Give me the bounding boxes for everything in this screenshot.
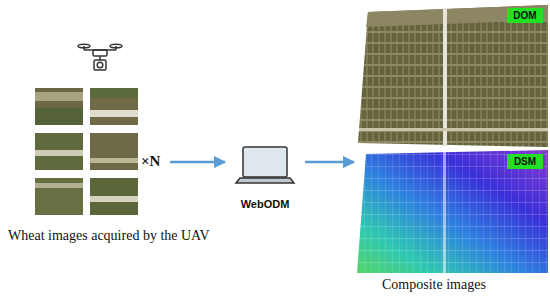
image-set: Wheat images acquired by the UAV xyxy=(33,85,167,220)
surface-plots xyxy=(357,150,548,273)
photo-road xyxy=(90,158,138,163)
dsm-image xyxy=(357,150,548,273)
software-node: WebODM xyxy=(228,140,302,216)
photo-crop xyxy=(35,108,83,125)
surface-model xyxy=(357,150,548,273)
drone-camera xyxy=(94,60,106,70)
field-road xyxy=(443,8,447,146)
photo-road xyxy=(35,150,83,156)
wheat-photo xyxy=(90,178,138,215)
caption-text: Composite images xyxy=(382,277,486,294)
wheat-photo xyxy=(35,88,83,125)
laptop-icon xyxy=(236,147,294,183)
wheat-photo xyxy=(35,133,83,170)
dom-image xyxy=(358,5,548,147)
count-label: ×N xyxy=(141,153,160,170)
field-road xyxy=(359,128,548,131)
tag-text: DSM xyxy=(507,154,543,169)
wheat-thumbnails xyxy=(35,88,138,215)
photo-road xyxy=(35,183,83,188)
caption-text: Wheat images acquired by the UAV xyxy=(8,228,210,245)
flow-arrow xyxy=(170,161,225,164)
photo-road xyxy=(90,110,138,117)
photo-crop xyxy=(90,88,138,98)
camera-lens xyxy=(97,62,103,68)
wheat-photo xyxy=(35,178,83,215)
field-border xyxy=(366,5,548,27)
photo-road xyxy=(35,92,83,101)
drone-mast xyxy=(115,46,117,50)
drone-mast xyxy=(83,46,85,50)
photo-road xyxy=(90,196,138,202)
flow-arrow xyxy=(305,161,354,164)
orthophoto-field xyxy=(358,5,548,147)
wheat-photo xyxy=(90,133,138,170)
laptop-screen xyxy=(243,147,287,177)
composite-group: Composite images DOM DSM xyxy=(357,3,548,295)
wheat-photo xyxy=(90,88,138,125)
tag-text: DOM xyxy=(507,8,543,23)
drone-body xyxy=(93,50,107,56)
image-tag: DOM xyxy=(507,8,543,23)
laptop-base xyxy=(236,178,294,183)
drone-icon xyxy=(78,44,122,70)
image-tag: DSM xyxy=(507,154,543,169)
software-name: WebODM xyxy=(228,198,302,211)
surface-road xyxy=(443,152,446,273)
